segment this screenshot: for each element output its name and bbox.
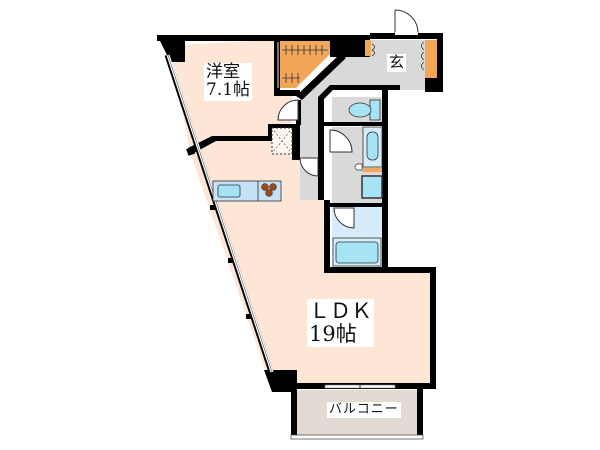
bathtub [332,237,382,267]
wall-ldk-right [430,267,436,387]
stove-burner [269,183,277,191]
wall-corner-topleft [157,35,185,62]
wall-wash-bottom [324,203,388,207]
balcony-label: バルコニー [327,402,401,418]
balcony-window[interactable] [324,384,396,389]
stove-burner [265,189,273,197]
wall-wet-right [382,90,388,270]
ldk-door[interactable] [299,157,319,177]
wall-bath-left [324,200,330,270]
toilet [348,99,381,121]
youshitsu-label: 洋室 7.1帖 [204,62,253,101]
genkan-label: 玄 [387,53,407,72]
wall-genkan-top [370,33,443,39]
youshitsu-door[interactable] [277,99,299,121]
entry-door[interactable] [394,9,419,35]
wall-genkan-right [437,33,443,83]
washroom-fixtures [354,126,383,199]
shoe-cabinet [365,40,437,78]
wall-niche-right [292,124,300,160]
wall-closet-diagonal [296,54,346,100]
wall-bath-bottom [324,267,436,273]
bathroom-door[interactable] [333,207,355,229]
wall-genkan-bottom-right [425,78,443,92]
wall-top-genkan [330,35,370,57]
wall-room-divider [188,124,292,154]
wall-balcony-right [417,389,423,437]
wall-closet-bottom [274,90,300,96]
washroom-door[interactable] [329,129,353,153]
wall-closet-left [274,35,280,95]
window-slanted [164,54,274,373]
ldk-label: ＬＤＫ 19帖 [307,299,374,348]
wall-corridor-inner [318,85,400,200]
kitchen-counter [212,180,282,202]
balcony-rail [290,434,424,440]
wall-toilet-bottom [324,122,388,126]
closet [277,41,330,88]
stove-burner [261,183,269,191]
wall-top [157,35,370,41]
refrigerator-space [271,127,293,155]
wall-balcony-left [291,389,297,437]
wall-corner-bottomleft [264,370,297,392]
